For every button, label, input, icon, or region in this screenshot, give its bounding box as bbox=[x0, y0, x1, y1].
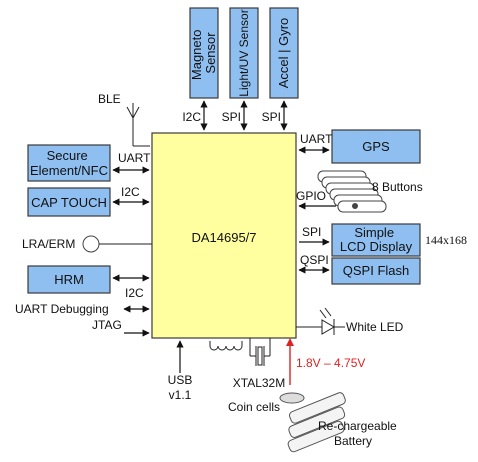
light-bus-label: SPI bbox=[222, 110, 241, 124]
led-icon bbox=[296, 307, 345, 335]
hrm-label: HRM bbox=[54, 272, 84, 287]
lcd-resolution: 144x168 bbox=[425, 233, 467, 247]
chip-da14695 bbox=[151, 132, 297, 339]
light-uv-sensor-label: Light/UV Sensor bbox=[237, 9, 251, 96]
qspi-flash-label: QSPI Flash bbox=[343, 263, 409, 278]
accel-gyro-box bbox=[269, 7, 299, 99]
motor-icon bbox=[82, 235, 100, 253]
magneto-bus-label: I2C bbox=[182, 110, 201, 124]
magneto-sensor-label: Magneto Sensor bbox=[189, 26, 218, 80]
gps-bus-label: UART bbox=[300, 132, 333, 146]
lcd-box bbox=[331, 223, 421, 257]
secure-element-box bbox=[27, 144, 111, 182]
uart-debug-label: UART Debugging bbox=[15, 302, 109, 316]
accel-gyro-label: Accel | Gyro bbox=[276, 18, 291, 89]
usb-label: USB bbox=[168, 373, 193, 387]
gps-box bbox=[331, 129, 421, 164]
buttons-label: 8 Buttons bbox=[372, 180, 423, 194]
coin-cells-label: Coin cells bbox=[228, 400, 280, 414]
lra-erm-label: LRA/ERM bbox=[22, 237, 75, 251]
hrm-bus-label: I2C bbox=[125, 286, 144, 300]
buttons-bus-label: GPIO bbox=[296, 189, 326, 203]
qspi-bus-label: QSPI bbox=[300, 253, 329, 267]
power-arrowhead bbox=[286, 338, 294, 346]
coin-cell-icon bbox=[279, 392, 305, 404]
white-led-label: White LED bbox=[346, 320, 404, 334]
battery-icon bbox=[287, 392, 346, 453]
lcd-bus-label: SPI bbox=[302, 225, 321, 239]
chip-label: DA14695/7 bbox=[191, 230, 256, 245]
secure-element-label: Secure Element/NFC bbox=[30, 148, 108, 178]
ble-label: BLE bbox=[98, 92, 121, 106]
inductor-icon bbox=[209, 341, 243, 351]
qspi-flash-box bbox=[331, 257, 421, 285]
jtag-label: JTAG bbox=[92, 318, 122, 332]
magneto-sensor-box bbox=[189, 7, 219, 99]
xtal-label: XTAL32M bbox=[233, 376, 285, 390]
battery-label-line2: Battery bbox=[334, 434, 372, 448]
buttons-icon bbox=[317, 170, 387, 213]
light-uv-sensor-box bbox=[229, 7, 259, 99]
cap-touch-bus-label: I2C bbox=[121, 185, 140, 199]
gps-label: GPS bbox=[362, 139, 390, 154]
battery-label-line1: Re-chargeable bbox=[318, 419, 397, 433]
antenna-icon bbox=[126, 103, 150, 147]
accel-bus-label: SPI bbox=[262, 110, 281, 124]
cap-touch-box bbox=[27, 187, 111, 217]
lcd-label: Simple LCD Display bbox=[340, 225, 413, 254]
crystal-icon bbox=[249, 338, 271, 366]
usb-version-label: v1.1 bbox=[169, 388, 192, 402]
secure-bus-label: UART bbox=[118, 151, 151, 165]
voltage-label: 1.8V – 4.75V bbox=[296, 356, 365, 370]
cap-touch-label: CAP TOUCH bbox=[31, 195, 107, 210]
hrm-box bbox=[27, 265, 111, 294]
